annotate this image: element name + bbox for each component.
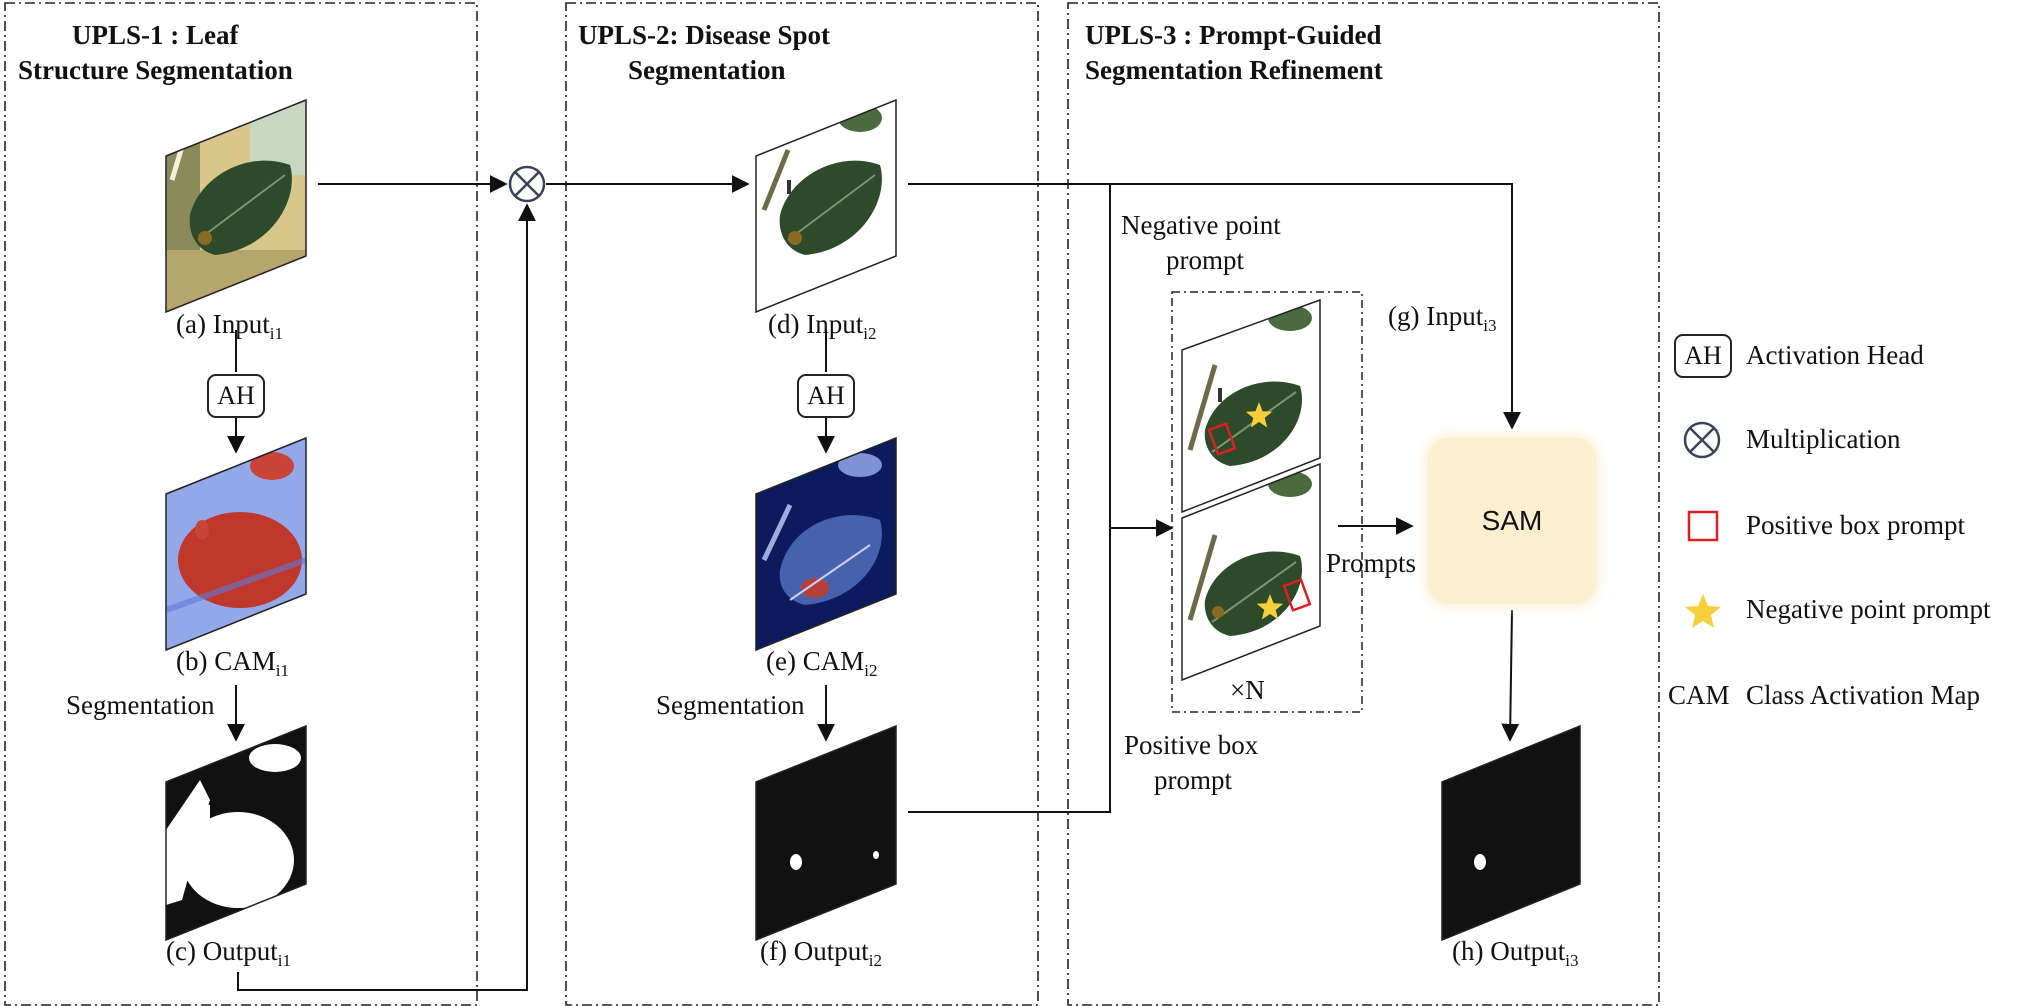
segmentation-label-2: Segmentation	[656, 690, 805, 720]
upls3-title: UPLS-3 : Prompt-Guided	[1085, 20, 1382, 50]
activation-head-1: AH	[207, 374, 265, 418]
label-input-i3: (g) Inputi3	[1388, 301, 1497, 335]
positive-box-label: Positive box	[1124, 730, 1259, 760]
panel-upls3-border	[1067, 2, 1660, 1006]
prompt-group-box	[1171, 291, 1363, 713]
legend-box-icon	[1687, 510, 1719, 542]
upls1-title: UPLS-1 : Leaf	[72, 20, 239, 50]
upls1-title-line2: Structure Segmentation	[18, 55, 293, 85]
positive-box-prompt-1	[1207, 422, 1237, 456]
upls2-title-line2: Segmentation	[628, 55, 786, 85]
upls2-title: UPLS-2: Disease Spot	[578, 20, 831, 50]
positive-box-prompt-2	[1282, 578, 1312, 612]
negative-point-star-2	[1256, 594, 1284, 620]
legend-ah-text: Activation Head	[1746, 340, 1924, 370]
cam-i2-image	[756, 438, 896, 650]
label-input-i2: (d) Inputi2	[768, 309, 877, 343]
legend-star-icon	[1685, 594, 1721, 628]
panel-upls1-border	[4, 2, 478, 1006]
cam-i1-image	[166, 438, 306, 650]
negative-point-label: Negative point	[1121, 210, 1281, 240]
legend-mult-text: Multiplication	[1746, 424, 1901, 454]
times-n-label: ×N	[1230, 675, 1265, 705]
arrow-input-i2-to-prompts	[908, 183, 1174, 537]
negative-point-star-1	[1245, 402, 1273, 428]
label-input-i1: (a) Inputi1	[176, 309, 283, 343]
panel-upls2-border	[565, 2, 1039, 1006]
legend-cam-text: Class Activation Map	[1746, 680, 1980, 710]
multiply-symbol	[508, 165, 546, 203]
label-output-i1: (c) Outputi1	[166, 936, 291, 970]
arrow-output-i1-to-multiply	[237, 203, 536, 991]
upls3-title-line2: Segmentation Refinement	[1085, 55, 1383, 85]
line-output-i2-to-prompts	[908, 528, 1111, 813]
legend-box-text: Positive box prompt	[1746, 510, 1966, 540]
prompts-label: Prompts	[1326, 548, 1417, 578]
arrow-sam-to-output-i3	[1501, 609, 1520, 742]
legend-multiply-icon	[1683, 421, 1721, 459]
legend-ah-icon: AH	[1674, 334, 1732, 378]
label-output-i2: (f) Outputi2	[760, 936, 882, 970]
legend-cam-symbol: CAM	[1668, 680, 1730, 710]
activation-head-2: AH	[797, 374, 855, 418]
legend-star-text: Negative point prompt	[1746, 594, 1991, 624]
label-cam-i2: (e) CAMi2	[766, 646, 878, 680]
negative-point-label-line2: prompt	[1166, 245, 1244, 275]
label-output-i3: (h) Outputi3	[1452, 936, 1579, 970]
label-cam-i1: (b) CAMi1	[176, 646, 289, 680]
sam-block: SAM	[1428, 438, 1596, 604]
segmentation-label-1: Segmentation	[66, 690, 215, 720]
positive-box-label-line2: prompt	[1154, 765, 1232, 795]
sam-label: SAM	[1481, 505, 1543, 536]
